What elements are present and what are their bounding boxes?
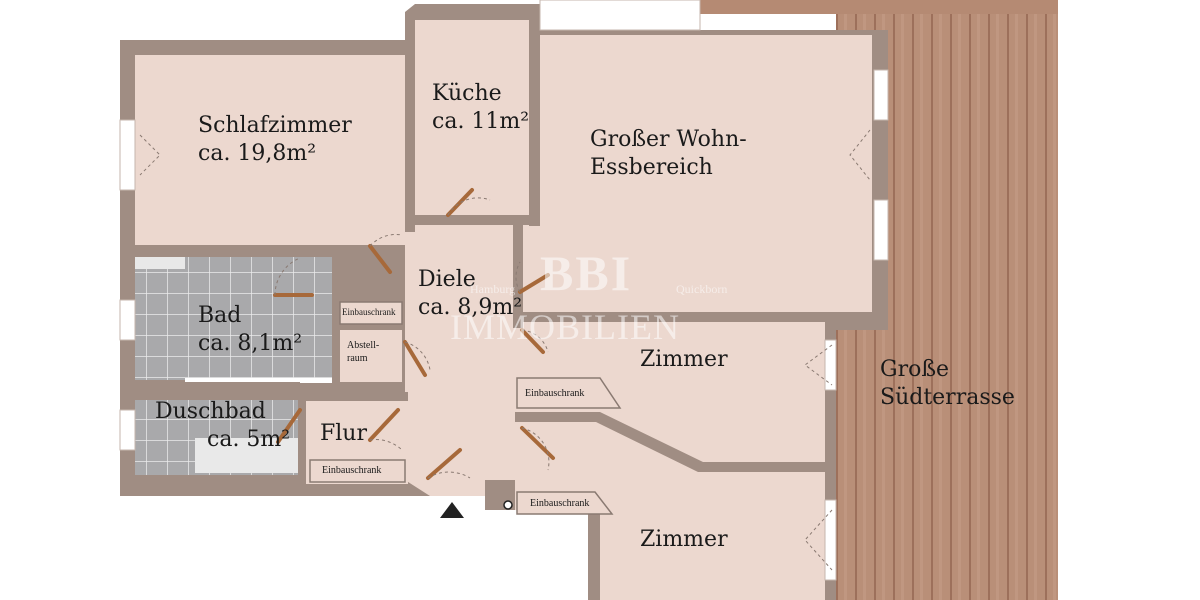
terrace-top-edge (700, 0, 1058, 14)
watermark-sub: IMMOBILIEN (450, 307, 680, 347)
entrance-arrow-icon (440, 502, 464, 518)
cabinet-4 (516, 491, 614, 515)
wall-duschbad-flur (298, 392, 306, 492)
watermark-brand: BBI (540, 245, 633, 301)
duschbad-white-area (195, 438, 305, 473)
wall-kueche-bottom (405, 215, 540, 225)
window-bad (119, 299, 136, 341)
window-top (539, 0, 701, 31)
windows (119, 0, 889, 581)
zimmer2-label: Zimmer (640, 527, 728, 552)
watermark-right-tag: Quickborn (676, 282, 728, 296)
window-duschbad (119, 409, 136, 451)
wall-wohn-diele (513, 220, 523, 328)
bad-label: Bad ca. 8,1m² (198, 303, 303, 356)
window-schlaf (119, 119, 136, 191)
wohn-floor (540, 35, 872, 312)
wall-zimmer1-zimmer2 (515, 412, 835, 472)
door-flur (368, 408, 400, 442)
door-swings (139, 129, 871, 571)
door-entry (426, 448, 462, 480)
wall-schlaf-bad (128, 246, 368, 256)
door-kueche (446, 188, 474, 217)
bad-bottom-strip (185, 378, 332, 383)
window-zimmer2 (824, 499, 837, 581)
window-wohn-1 (873, 69, 889, 121)
door-duschbad (276, 408, 302, 444)
wall-schlaf-kueche (405, 20, 415, 232)
zimmer2-floor (515, 420, 825, 600)
kueche-label: Küche ca. 11m² (432, 81, 530, 134)
wall-wohn-zimmer1 (513, 312, 888, 322)
floors (135, 20, 872, 600)
door-wohn (518, 273, 550, 294)
flur-label: Flur (320, 421, 367, 446)
doorbell-icon (503, 500, 513, 510)
bad-tiles-cutout (135, 257, 185, 269)
schlafzimmer-label: Schlafzimmer ca. 19,8m² (198, 113, 352, 166)
schlafzimmer-floor (135, 55, 405, 245)
wall-kueche-wohn (529, 32, 540, 226)
abstell-floor (340, 330, 402, 382)
cabinet-3-label: Einbauschrank (322, 465, 382, 476)
wohn-label: Großer Wohn- Essbereich (590, 127, 747, 180)
kueche-floor (413, 20, 529, 216)
diele-floor (405, 225, 515, 496)
cabinet-2-label: Einbauschrank (525, 388, 585, 399)
wohn-connector-floor (522, 225, 562, 315)
door-zimmer1 (520, 328, 545, 354)
abstell-label: Abstell- raum (347, 340, 380, 364)
wall-bad-right (332, 256, 340, 382)
cabinet-4-label: Einbauschrank (530, 498, 590, 509)
door-schlaf (368, 244, 392, 274)
cabinet-1 (339, 301, 403, 325)
watermark-left-tag: Hamburg (470, 282, 516, 296)
cabinet-3 (309, 459, 406, 483)
cabinet-1-label: Einbauschrank (342, 307, 396, 317)
diele-label: Diele ca. 8,9m² (418, 267, 523, 320)
window-wohn-2 (873, 199, 889, 261)
wall-flur-top (300, 392, 408, 401)
interior-walls (120, 20, 888, 600)
cabinet-2 (516, 377, 622, 409)
terrasse-label: Große Südterrasse (880, 357, 1015, 410)
zimmer1-label: Zimmer (640, 347, 728, 372)
bad-tiles (135, 257, 332, 380)
duschbad-label: Duschbad ca. 5m² (155, 399, 291, 452)
wall-bad-duschbad (120, 382, 300, 392)
door-abstell (403, 340, 427, 377)
window-zimmer1 (824, 339, 837, 391)
wall-zimmer1-right (825, 322, 836, 600)
